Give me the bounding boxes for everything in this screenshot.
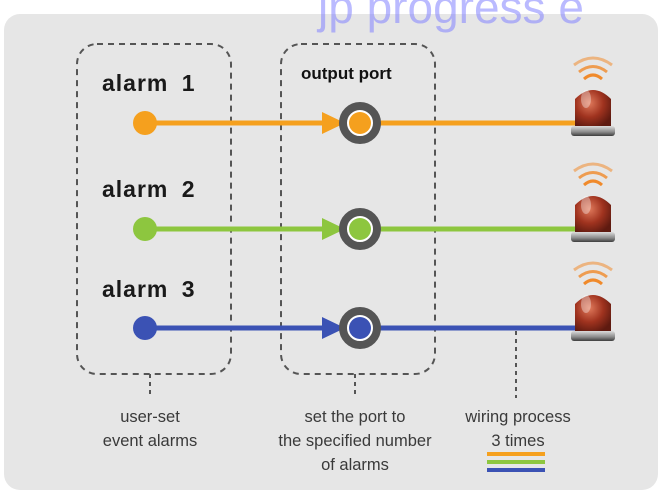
- siren-icon: [571, 162, 615, 242]
- arrow-head-icon: [322, 317, 345, 339]
- wire-row-2: [133, 208, 585, 250]
- middle-caption-line-1: set the port to: [304, 408, 406, 426]
- output-port-3-dot: [349, 317, 371, 339]
- siren-icon: [571, 261, 615, 341]
- arrow-head-icon: [322, 112, 345, 134]
- alarm-3-label: alarm 3: [102, 276, 196, 302]
- wire-row-3: [133, 307, 585, 349]
- background-panel: [4, 14, 658, 490]
- left-caption: user-set event alarms: [80, 405, 220, 453]
- left-caption-line-2: event alarms: [102, 432, 198, 450]
- middle-caption-line-3: of alarms: [321, 456, 389, 474]
- left-caption-line-1: user-set: [120, 408, 180, 426]
- alarm-2-label: alarm 2: [102, 176, 196, 202]
- output-port-1-dot: [349, 112, 371, 134]
- siren-icon: [571, 56, 615, 136]
- output-port-2-dot: [349, 218, 371, 240]
- alarm-3-dot: [133, 316, 157, 340]
- middle-caption: set the port to the specified number of …: [265, 405, 445, 477]
- right-caption-line-2: 3 times: [491, 432, 545, 450]
- output-port-header: output port: [301, 64, 392, 83]
- right-caption: wiring process 3 times: [448, 405, 588, 453]
- right-caption-line-1: wiring process: [465, 408, 571, 426]
- alarm-1-dot: [133, 111, 157, 135]
- wiring-bar-blue: [487, 468, 545, 472]
- alarm-1-label: alarm 1: [102, 70, 196, 96]
- wire-row-1: [133, 102, 585, 144]
- output-port-group-box: [280, 43, 436, 375]
- alarms-group-box: [76, 43, 232, 375]
- alarm-2-dot: [133, 217, 157, 241]
- middle-caption-line-2: the specified number: [278, 432, 432, 450]
- arrow-head-icon: [322, 218, 345, 240]
- wiring-bar-green: [487, 460, 545, 464]
- watermark-text: jp progress e: [318, 0, 584, 33]
- wiring-bar-orange: [487, 452, 545, 456]
